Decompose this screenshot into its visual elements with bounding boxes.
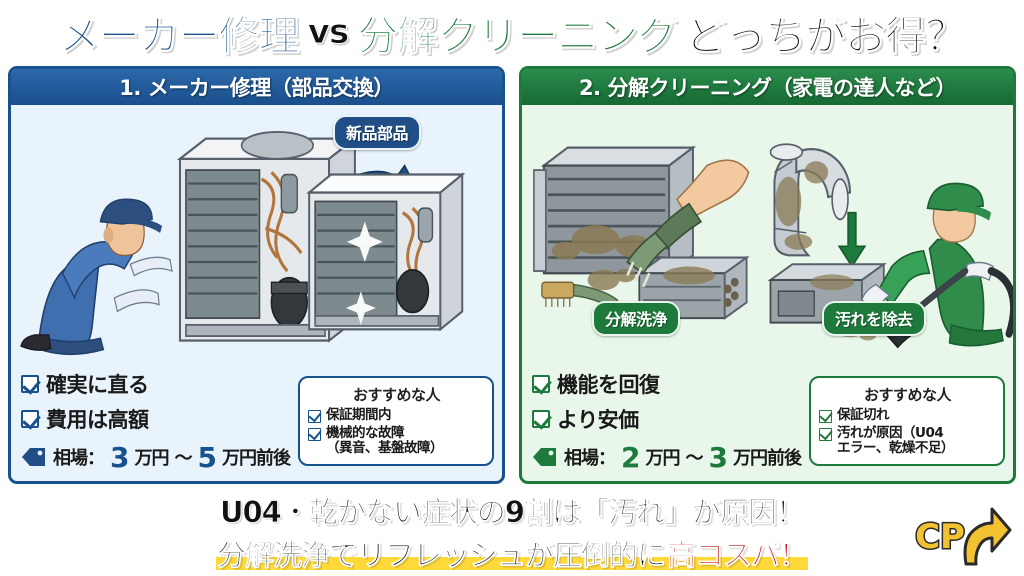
price-label: 相場： — [53, 448, 105, 469]
recommend-item-label: 保証切れ — [837, 406, 890, 423]
banner-line-1: U04・乾かない症状の9割は「汚れ」が原因！ — [219, 494, 806, 529]
price-to: 5 — [197, 440, 217, 474]
price-to-unit: 万円前後 — [221, 448, 291, 469]
bottom-banner: U04・乾かない症状の9割は「汚れ」が原因！ 分解洗浄でリフレッシュが圧倒的に高… — [0, 486, 1024, 576]
price-from-unit: 万円 — [134, 448, 169, 469]
sparkle-icon — [345, 221, 383, 325]
recommend-item-label: 保証期間内 — [326, 406, 392, 423]
recommend-card-cleaning: おすすめな人 保証切れ 汚れが原因（U04 エラー、乾燥不足） — [809, 375, 1005, 467]
benefit-label: 機能を回復 — [557, 372, 660, 397]
check-icon — [21, 374, 39, 393]
dirty-duct-elbow — [769, 143, 851, 257]
duct-part-left — [636, 255, 750, 320]
title-question: どっちがお得？ — [685, 12, 967, 61]
recommend-item: 機械的な故障 （異音、基盤故障） — [308, 424, 485, 458]
title-vs: vs — [307, 12, 349, 53]
title-part-cleaning: 分解クリーニング — [357, 12, 679, 61]
panel-header-repair: 1. メーカー修理（部品交換） — [11, 69, 502, 105]
benefit-row: より安価 — [532, 404, 803, 434]
check-icon — [819, 409, 832, 423]
price-row-repair: 相場： 3 万円 〜 5 万円前後 — [21, 441, 292, 474]
recommend-item-label: 汚れが原因（U04 エラー、乾燥不足） — [837, 424, 954, 457]
duct-holes — [723, 277, 739, 307]
heat-exchanger-part — [533, 145, 697, 276]
panel-disassembly-cleaning: 2. 分解クリーニング（家電の達人など） — [519, 66, 1016, 484]
dirt-clump — [587, 268, 636, 291]
price-tag-icon — [533, 448, 556, 466]
panel-manufacturer-repair: 1. メーカー修理（部品交換） — [8, 66, 505, 484]
check-icon — [532, 374, 550, 393]
banner-line-2-highlight: 高コスパ！ — [666, 537, 808, 572]
illustration-repair: 新品部品 — [11, 105, 502, 363]
panel-header-cleaning: 2. 分解クリーニング（家電の達人など） — [522, 69, 1013, 105]
recommend-item: 保証切れ — [819, 406, 996, 424]
label-dirt-removal: 汚れを除去 — [822, 301, 926, 336]
price-tilde: 〜 — [685, 448, 703, 469]
banner-line-2: 分解洗浄でリフレッシュが圧倒的に高コスパ！ — [215, 532, 808, 574]
price-label: 相場： — [564, 448, 616, 469]
price-to: 3 — [708, 440, 728, 474]
price-row-cleaning: 相場： 2 万円 〜 3 万円前後 — [532, 441, 803, 474]
banner-line-2-normal: 分解洗浄でリフレッシュが圧倒的に — [215, 537, 666, 572]
check-icon — [308, 427, 321, 441]
title-part-repair: メーカー修理 — [58, 12, 300, 61]
check-icon — [21, 409, 39, 428]
price-from: 2 — [621, 440, 641, 474]
check-icon — [308, 409, 321, 423]
recommend-item: 汚れが原因（U04 エラー、乾燥不足） — [819, 424, 996, 458]
benefit-label: 費用は高額 — [46, 407, 149, 432]
panel-footer-repair: 確実に直る 費用は高額 相場： 3 万円 〜 — [11, 363, 502, 481]
recommend-item: 保証期間内 — [308, 406, 485, 424]
down-arrow-icon — [837, 211, 867, 268]
cp-badge: CP — [914, 507, 1012, 566]
price-tilde: 〜 — [174, 448, 192, 469]
page-title: メーカー修理 vs 分解クリーニング どっちがお得？ — [0, 4, 1024, 61]
recommend-title: おすすめな人 — [352, 385, 441, 404]
label-new-parts: 新品部品 — [333, 115, 422, 150]
label-disassembly-wash: 分解洗浄 — [592, 301, 681, 336]
technician-blue-figure — [20, 198, 173, 356]
recommend-item-label: 機械的な故障 （異音、基盤故障） — [326, 424, 444, 457]
benefit-row: 費用は高額 — [21, 404, 292, 434]
benefit-row: 確実に直る — [21, 369, 292, 399]
new-outdoor-unit — [306, 172, 466, 332]
panel-footer-cleaning: 機能を回復 より安価 相場： 2 万円 〜 — [522, 363, 1013, 481]
comparison-panels: 1. メーカー修理（部品交換） — [0, 66, 1024, 484]
scrubbing-hand — [626, 159, 750, 288]
benefit-row: 機能を回復 — [532, 369, 803, 399]
check-icon — [819, 427, 832, 441]
price-from-unit: 万円 — [645, 448, 680, 469]
recommend-title: おすすめな人 — [863, 385, 952, 404]
benefit-label: 確実に直る — [46, 372, 149, 397]
illustration-cleaning: 分解洗浄 汚れを除去 — [522, 105, 1013, 363]
cp-badge-text: CP — [915, 517, 965, 557]
benefit-label: より安価 — [557, 407, 639, 432]
old-outdoor-unit — [176, 131, 359, 343]
up-arrow-icon — [963, 507, 1012, 566]
price-from: 3 — [110, 440, 130, 474]
repair-scene-svg — [20, 131, 466, 356]
recommend-card-repair: おすすめな人 保証期間内 機械的な故障 （異音、基盤故障） — [298, 375, 494, 467]
price-to-unit: 万円前後 — [732, 448, 802, 469]
check-icon — [532, 409, 550, 428]
price-tag-icon — [22, 448, 45, 466]
